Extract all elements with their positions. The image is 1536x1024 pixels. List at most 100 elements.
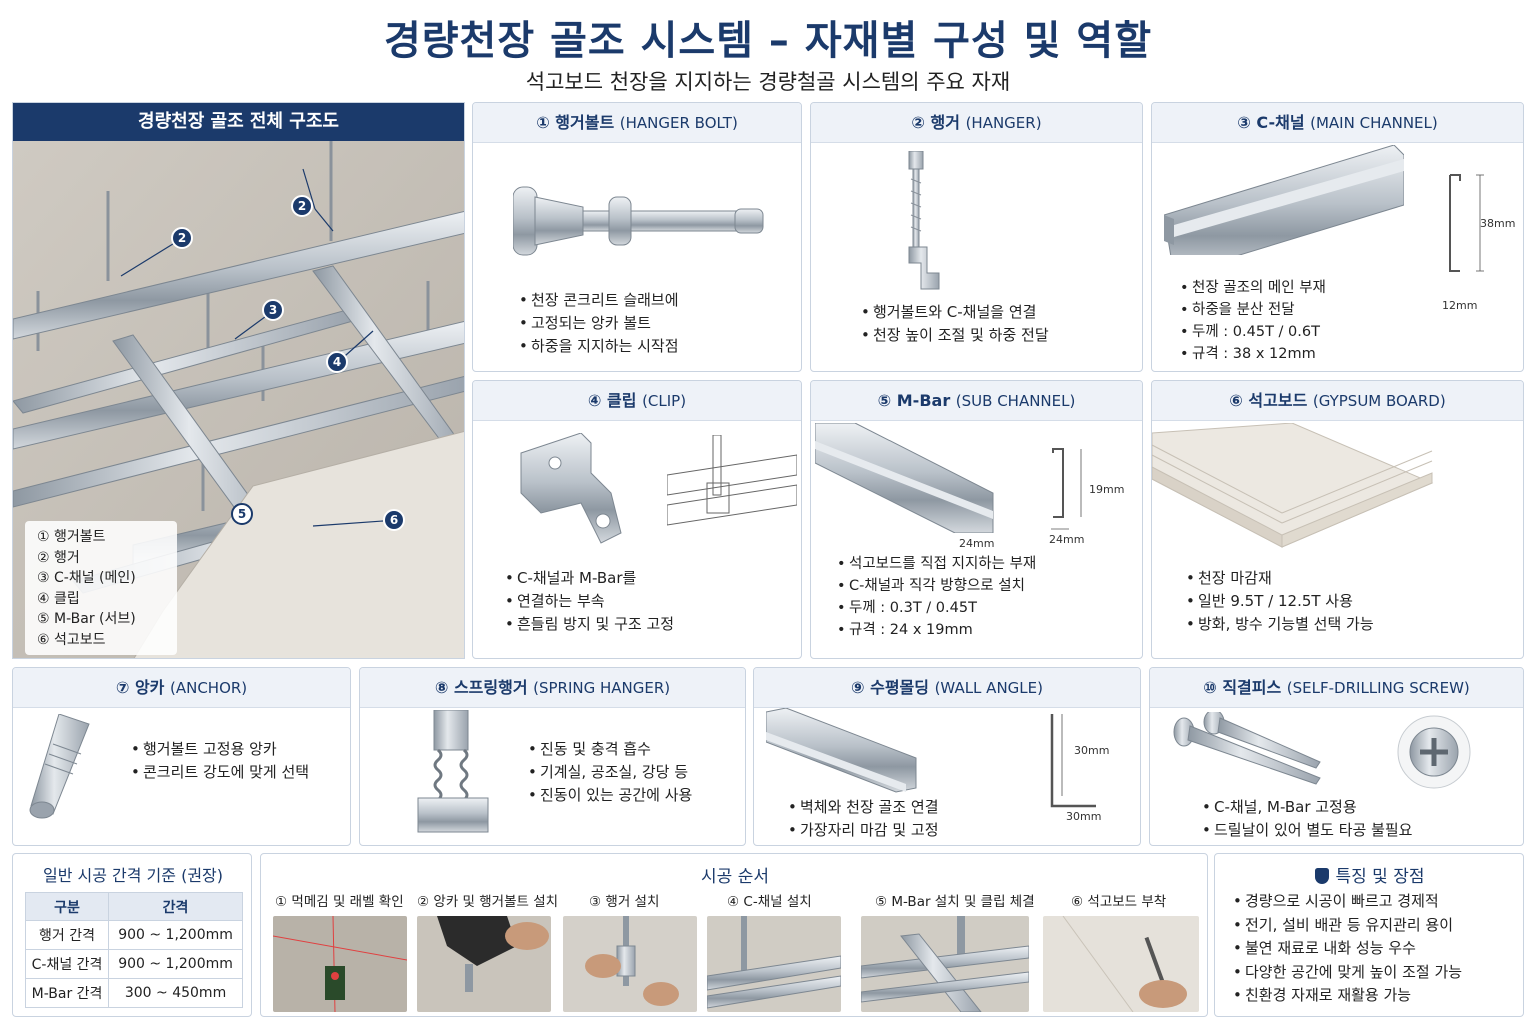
card-title: ⑤ M-Bar (SUB CHANNEL) [811, 381, 1142, 421]
step-image-hanger [563, 916, 697, 1012]
bullet: 콘크리트 강도에 맞게 선택 [131, 761, 309, 784]
bullet: 규격 : 38 x 12mm [1180, 343, 1326, 365]
overview-title: 경량천장 골조 전체 구조도 [13, 103, 464, 141]
card-title: ④ 클립 (CLIP) [473, 381, 801, 421]
page-title: 경량천장 골조 시스템 – 자재별 구성 및 역할 [383, 18, 1153, 64]
card-c-channel: ③ C-채널 (MAIN CHANNEL) 38mm 12mm 천장 골조의 메… [1151, 102, 1524, 372]
card-title: ② 행거 (HANGER) [811, 103, 1142, 143]
table-row: C-채널 간격 900 ~ 1,200mm [24, 949, 243, 979]
overview-legend: ① 행거볼트 ② 행거 ③ C-채널 (메인) ④ 클립 ⑤ M-Bar (서브… [25, 521, 177, 655]
step-label: ③ 행거 설치 [589, 894, 660, 910]
spacing-title: 일반 시공 간격 기준 (권장) [42, 866, 224, 885]
bullet: 규격 : 24 x 19mm [837, 619, 1036, 641]
bullet: 진동 및 충격 흡수 [528, 738, 692, 761]
card-bullets: 천장 골조의 메인 부재 하중을 분산 전달 두께 : 0.45T / 0.6T… [1180, 277, 1326, 365]
card-title: ⑦ 앙카 (ANCHOR) [13, 668, 350, 708]
sequence-card: 시공 순서 ① 먹메김 및 래벨 확인 ② 앙카 및 행거볼트 설치 ③ 행거 … [260, 853, 1208, 1017]
step-label: ① 먹메김 및 래벨 확인 [275, 894, 404, 910]
spacing-card: 일반 시공 간격 기준 (권장) 구분 간격 행거 간격 900 ~ 1,200… [12, 853, 252, 1017]
bullet: 행거볼트와 C-채널을 연결 [861, 301, 1049, 324]
bullet: 두께 : 0.45T / 0.6T [1180, 321, 1326, 343]
step-image-gypsum [1043, 916, 1199, 1012]
card-hanger-bolt: ① 행거볼트 (HANGER BOLT) 천장 콘크리트 슬래브에 고정되는 앙… [472, 102, 802, 372]
card-bullets: 행거볼트 고정용 앙카 콘크리트 강도에 맞게 선택 [131, 738, 309, 784]
card-bullets: 석고보드를 직접 지지하는 부재 C-채널과 직각 방향으로 설치 두께 : 0… [837, 553, 1036, 641]
m-bar-section [1051, 448, 1082, 530]
card-hanger: ② 행거 (HANGER) 행거볼트와 C-채널을 연결 천장 높이 조절 및 … [810, 102, 1143, 372]
step-label: ④ C-채널 설치 [727, 894, 812, 910]
bullet: 흔들림 방지 및 구조 고정 [505, 613, 674, 636]
card-m-bar: ⑤ M-Bar (SUB CHANNEL) 24mm 19mm 24mm 석고보… [810, 380, 1143, 659]
card-title: ⑧ 스프링행거 (SPRING HANGER) [360, 668, 745, 708]
card-bullets: C-채널, M-Bar 고정용 드릴날이 있어 별도 타공 불필요 [1202, 796, 1412, 842]
dim-height: 38mm [1480, 217, 1516, 230]
legend-item: ④ 클립 [37, 590, 80, 607]
step-image-laser [273, 916, 407, 1012]
features-card: 특징 및 장점 경량으로 시공이 빠르고 경제적 전기, 설비 배관 등 유지관… [1214, 853, 1524, 1017]
bullet: 방화, 방수 기능별 선택 가능 [1186, 613, 1374, 636]
card-gypsum-board: ⑥ 석고보드 (GYPSUM BOARD) 천장 마감재 일반 9.5T / 1… [1151, 380, 1524, 659]
step-image-c-channel [707, 916, 841, 1012]
spring-hanger-image [417, 710, 489, 833]
feature-item: 전기, 설비 배관 등 유지관리 용이 [1233, 914, 1462, 938]
card-bullets: 진동 및 충격 흡수 기계실, 공조실, 강당 등 진동이 있는 공간에 사용 [528, 738, 692, 807]
table-cell: 900 ~ 1,200mm [108, 920, 243, 950]
overview-marker-5: 5 [231, 503, 253, 525]
card-bullets: 벽체와 천장 골조 연결 가장자리 마감 및 고정 [788, 796, 939, 842]
card-clip: ④ 클립 (CLIP) C-채널과 M-Bar를 연결하는 부속 흔들림 방지 … [472, 380, 802, 659]
card-bullets: 천장 콘크리트 슬래브에 고정되는 앙카 볼트 하중을 지지하는 시작점 [519, 289, 679, 358]
bullet: 하중을 분산 전달 [1180, 299, 1326, 321]
bullet: 천장 마감재 [1186, 567, 1374, 590]
card-title: ⑥ 석고보드 (GYPSUM BOARD) [1152, 381, 1523, 421]
card-bullets: C-채널과 M-Bar를 연결하는 부속 흔들림 방지 및 구조 고정 [505, 567, 674, 636]
feature-item: 다양한 공간에 맞게 높이 조절 가능 [1233, 961, 1462, 985]
dim-height: 19mm [1089, 483, 1125, 496]
overview-marker-6: 6 [383, 509, 405, 531]
card-spring-hanger: ⑧ 스프링행거 (SPRING HANGER) 진동 및 충격 흡수 기계실, … [359, 667, 746, 846]
bullet: 진동이 있는 공간에 사용 [528, 784, 692, 807]
card-bullets: 행거볼트와 C-채널을 연결 천장 높이 조절 및 하중 전달 [861, 301, 1049, 347]
table-row: M-Bar 간격 300 ~ 450mm [24, 978, 243, 1008]
card-self-drilling-screw: ⑩ 직결피스 (SELF-DRILLING SCREW) C-채널, M-Bar… [1149, 667, 1524, 846]
bullet: 천장 골조의 메인 부재 [1180, 277, 1326, 299]
bullet: C-채널과 M-Bar를 [505, 567, 674, 590]
bullet: 기계실, 공조실, 강당 등 [528, 761, 692, 784]
c-channel-image [1164, 145, 1404, 255]
legend-item: ⑤ M-Bar (서브) [37, 611, 136, 627]
dim-width: 30mm [1066, 810, 1102, 823]
table-row: 행거 간격 900 ~ 1,200mm [24, 920, 243, 950]
overview-panel: 경량천장 골조 전체 구조도 [12, 102, 465, 659]
shield-icon [1315, 868, 1330, 884]
bullet: 벽체와 천장 골조 연결 [788, 796, 939, 819]
bullet: C-채널과 직각 방향으로 설치 [837, 575, 1036, 597]
table-cell: 행거 간격 [24, 920, 110, 950]
bullet: 일반 9.5T / 12.5T 사용 [1186, 590, 1374, 613]
feature-item: 친환경 자재로 재활용 가능 [1233, 984, 1462, 1008]
bullet: 가장자리 마감 및 고정 [788, 819, 939, 842]
dim-width: 12mm [1442, 299, 1478, 312]
card-title: ⑨ 수평몰딩 (WALL ANGLE) [754, 668, 1140, 708]
step-image-m-bar [861, 916, 1029, 1012]
table-cell: 900 ~ 1,200mm [108, 949, 243, 979]
step-label: ⑥ 석고보드 부착 [1071, 894, 1167, 910]
table-cell: M-Bar 간격 [24, 978, 110, 1008]
legend-item: ② 행거 [37, 549, 80, 566]
table-header: 간격 [108, 892, 243, 921]
clip-installed-diagram [667, 435, 797, 526]
spacing-table: 구분 간격 행거 간격 900 ~ 1,200mm C-채널 간격 900 ~ … [24, 892, 243, 1008]
step-label: ⑤ M-Bar 설치 및 클립 체결 [875, 894, 1035, 910]
bullet: 연결하는 부속 [505, 590, 674, 613]
card-title: ⑩ 직결피스 (SELF-DRILLING SCREW) [1150, 668, 1523, 708]
overview-marker-4: 4 [326, 351, 348, 373]
c-channel-section [1449, 174, 1484, 272]
legend-item: ① 행거볼트 [37, 529, 106, 545]
bullet: C-채널, M-Bar 고정용 [1202, 796, 1412, 819]
gypsum-board-image [1152, 423, 1434, 548]
overview-marker-2a: 2 [171, 227, 193, 249]
features-header: 특징 및 장점 [1215, 862, 1523, 887]
wall-angle-section [1050, 714, 1096, 808]
bullet: 하중을 지지하는 시작점 [519, 335, 679, 358]
card-title: ① 행거볼트 (HANGER BOLT) [473, 103, 801, 143]
screw-image [1173, 712, 1321, 785]
card-title: ③ C-채널 (MAIN CHANNEL) [1152, 103, 1523, 143]
